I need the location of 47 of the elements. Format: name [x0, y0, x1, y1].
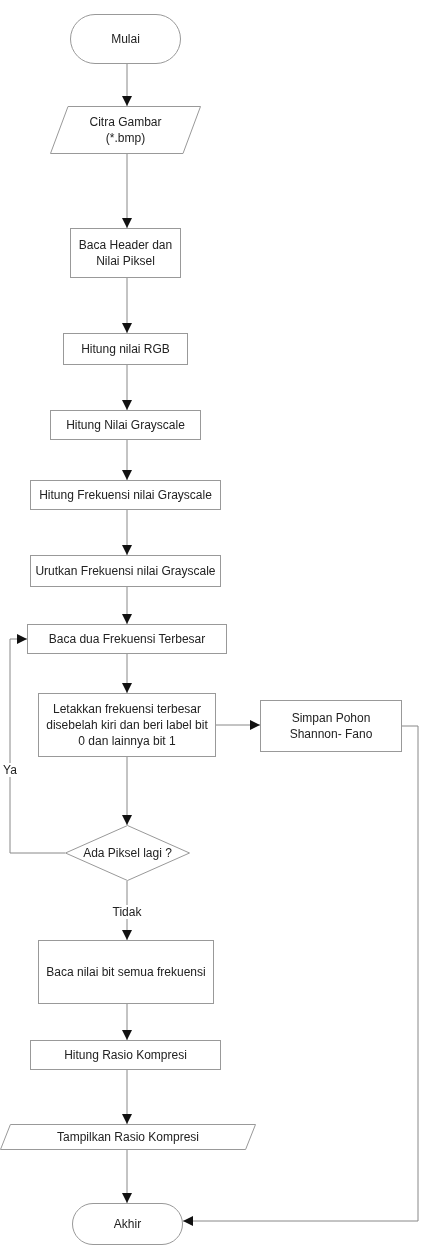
node-text: Simpan Pohon Shannon- Fano — [288, 709, 374, 743]
node-text: Citra Gambar (*.bmp) — [88, 113, 163, 147]
arrow — [122, 1003, 132, 1041]
arrow — [122, 364, 132, 411]
process-box — [30, 1040, 221, 1070]
node-text: Urutkan Frekuensi nilai Grayscale — [35, 562, 216, 580]
node-text: Hitung Rasio Kompresi — [64, 1046, 187, 1064]
decision-diamond — [65, 825, 190, 881]
terminator — [70, 14, 181, 64]
arrow — [122, 63, 132, 107]
input-output-parallelogram — [50, 106, 201, 154]
process-box — [27, 624, 227, 654]
process-box — [50, 410, 201, 440]
arrow — [122, 1149, 132, 1204]
process-box — [30, 480, 221, 510]
arrow — [122, 153, 132, 229]
arrow — [122, 756, 132, 826]
arrow — [122, 277, 132, 334]
node-text: Baca dua Frekuensi Terbesar — [48, 630, 206, 648]
process-box — [70, 228, 181, 278]
arrow — [182, 725, 419, 1226]
arrow — [215, 720, 261, 730]
terminator — [72, 1203, 183, 1245]
node-text: Letakkan frekuensi terbesar disebelah kiri dan beri label bit 0 dan lainnya bit 1 — [45, 700, 209, 750]
node-text: Hitung nilai RGB — [81, 340, 170, 358]
arrow — [122, 586, 132, 625]
process-box — [38, 940, 214, 1004]
arrow — [122, 653, 132, 694]
node-text: Baca nilai bit semua frekuensi — [46, 963, 206, 981]
input-output-parallelogram — [0, 1124, 256, 1150]
node-text: Akhir — [113, 1215, 142, 1233]
process-box — [30, 555, 221, 587]
edge-label: Tidak — [110, 905, 144, 919]
process-box — [63, 333, 188, 365]
node-text: Ada Piksel lagi ? — [83, 844, 172, 862]
node-text: Tampilkan Rasio Kompresi — [56, 1128, 200, 1146]
arrow — [122, 1069, 132, 1125]
node-text: Hitung Frekuensi nilai Grayscale — [39, 486, 212, 504]
arrow — [122, 509, 132, 556]
process-box — [38, 693, 216, 757]
node-text: Hitung Nilai Grayscale — [66, 416, 185, 434]
node-text: Mulai — [111, 30, 140, 48]
edge-label: Ya — [1, 763, 19, 777]
node-text: Baca Header dan Nilai Piksel — [77, 236, 174, 270]
arrow — [122, 439, 132, 481]
process-box — [260, 700, 402, 752]
arrow — [9, 634, 66, 854]
